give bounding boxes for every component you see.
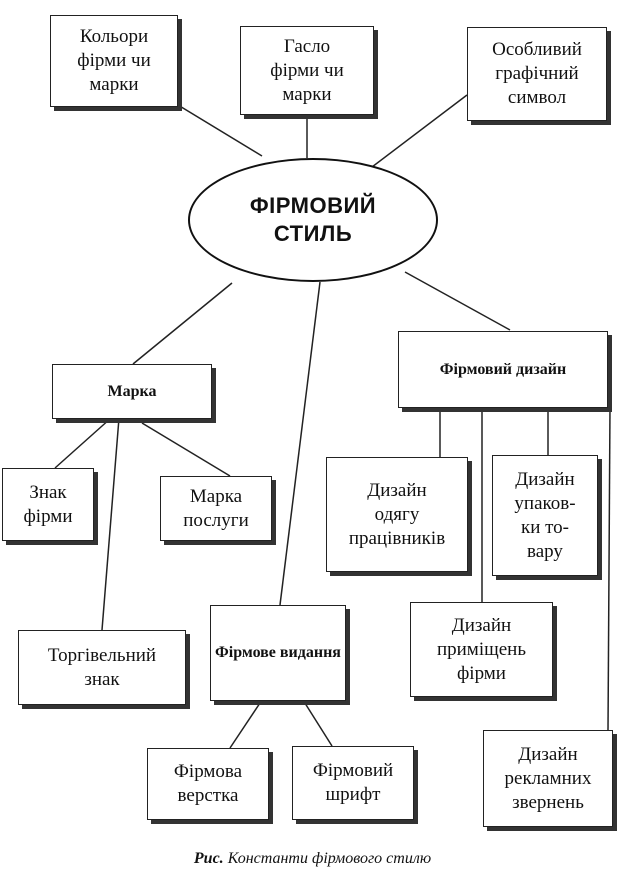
node-slogan: Гасло фірми чи марки — [240, 26, 374, 115]
caption-text: Константи фірмового стилю — [227, 850, 432, 867]
node-slogan-label: Гасло фірми чи марки — [270, 35, 344, 105]
node-ad-design-label: Дизайн рекламних звернень — [504, 743, 592, 813]
node-firm-sign-label: Знак фірми — [23, 481, 73, 527]
node-firm-sign: Знак фірми — [2, 468, 94, 541]
node-service-mark: Марка послуги — [160, 476, 272, 541]
caption-prefix: Рис. — [193, 850, 224, 867]
node-firm-design: Фірмовий дизайн — [398, 331, 608, 408]
central-ellipse: ФІРМОВИЙ СТИЛЬ — [188, 158, 438, 282]
node-symbol-label: Особливий графічний символ — [492, 39, 582, 108]
node-clothing-design-label: Дизайн одягу працівників — [348, 479, 446, 549]
central-title: ФІРМОВИЙ СТИЛЬ — [249, 193, 377, 246]
node-packaging-design-label: Дизайн упаков- ки то- вару — [514, 468, 576, 562]
node-brand: Марка — [52, 364, 212, 419]
node-colors-label: Кольори фірми чи марки — [77, 26, 151, 95]
node-firm-layout-label: Фірмова верстка — [173, 761, 243, 806]
figure-caption: Рис. Константи фірмового стилю — [0, 850, 625, 868]
node-firm-design-label: Фірмовий дизайн — [439, 360, 567, 378]
node-trademark-label: Торгівельний знак — [47, 644, 157, 690]
node-colors: Кольори фірми чи марки — [50, 15, 178, 107]
node-ad-design: Дизайн рекламних звернень — [483, 730, 613, 827]
node-service-mark-label: Марка послуги — [183, 485, 249, 531]
node-packaging-design: Дизайн упаков- ки то- вару — [492, 455, 598, 576]
node-firm-edition-label: Фірмове видання — [215, 644, 341, 661]
node-clothing-design: Дизайн одягу працівників — [326, 457, 468, 572]
node-firm-font: Фірмовий шрифт — [292, 746, 414, 820]
node-symbol: Особливий графічний символ — [467, 27, 607, 121]
node-firm-font-label: Фірмовий шрифт — [312, 760, 394, 805]
node-premises-design-label: Дизайн приміщень фірми — [436, 614, 527, 684]
node-brand-label: Марка — [107, 382, 157, 400]
node-firm-edition: Фірмове видання — [210, 605, 346, 701]
node-trademark: Торгівельний знак — [18, 630, 186, 705]
node-premises-design: Дизайн приміщень фірми — [410, 602, 553, 697]
node-firm-layout: Фірмова верстка — [147, 748, 269, 820]
